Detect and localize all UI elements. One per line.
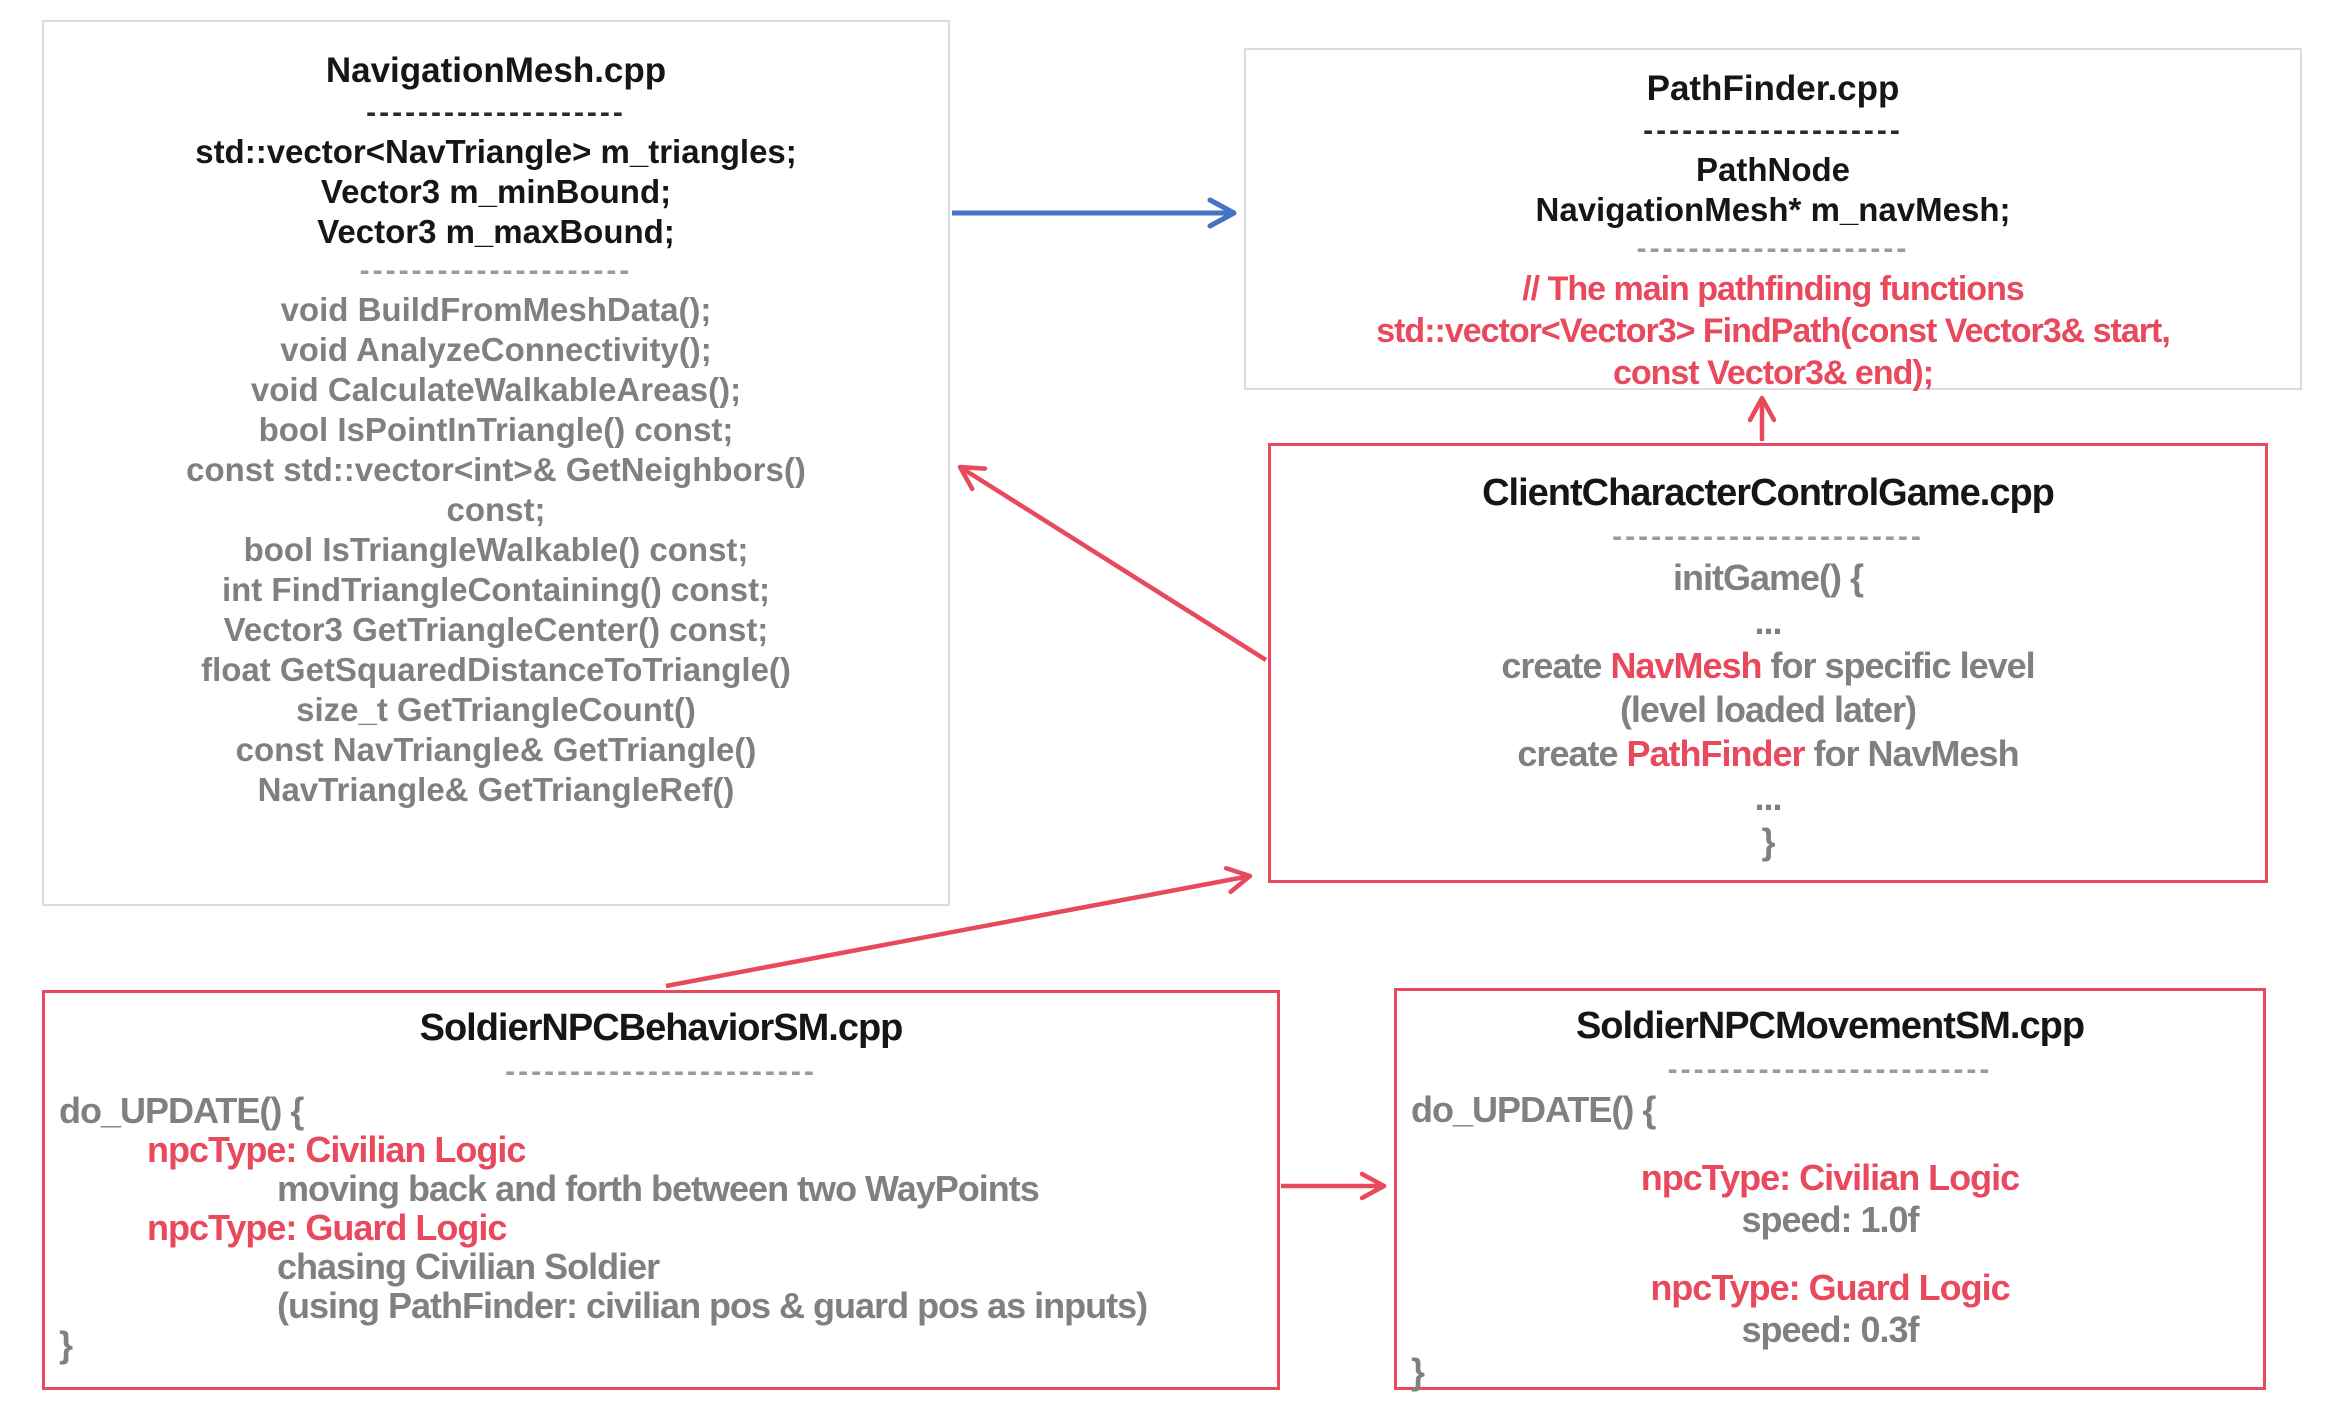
member-line: PathNode [1695,151,1850,188]
create-pathfinder-prefix: create [1517,733,1627,774]
method-line: bool IsPointInTriangle() const; [258,411,734,448]
member-line: Vector3 m_maxBound; [317,213,675,250]
create-pathfinder-line: create PathFinder for NavMesh [1271,732,2265,776]
movementsm-title-divider: ------------------------- [1667,1053,1993,1086]
method-line: const std::vector<int>& GetNeighbors() [186,451,806,488]
guard-logic-desc: chasing Civilian Soldier [277,1246,660,1287]
pathfinder-highlight: PathFinder [1626,733,1806,774]
pathfinder-title-divider: -------------------- [1643,114,1903,147]
arrow-clientgame-to-navmesh [957,464,1268,662]
method-line: Vector3 GetTriangleCenter() const; [223,611,769,648]
method-line: void BuildFromMeshData(); [280,291,712,328]
create-navmesh-suffix: for specific level [1761,645,2036,686]
civilian-logic-label: npcType: Civilian Logic [147,1129,526,1170]
method-line: float GetSquaredDistanceToTriangle() [201,651,791,688]
movementsm-box: SoldierNPCMovementSM.cpp ---------------… [1394,988,2266,1392]
movementsm-title: SoldierNPCMovementSM.cpp [1575,1005,2085,1047]
navigationmesh-box: NavigationMesh.cpp -------------------- … [42,20,950,906]
member-line: std::vector<NavTriangle> m_triangles; [195,133,797,170]
pathfinding-comment: // The main pathfinding functions [1522,270,2025,308]
ellipsis-line: ... [1754,777,1782,818]
guard-speed: speed: 0.3f [1741,1309,1919,1350]
closing-brace: } [59,1324,73,1365]
closing-brace: } [1761,821,1775,862]
do-update-line: do_UPDATE() { [1411,1089,1656,1130]
initgame-line: initGame() { [1672,557,1864,598]
pathfinder-box: PathFinder.cpp -------------------- Path… [1244,48,2302,392]
method-line: size_t GetTriangleCount() [296,691,696,728]
clientgame-title-divider: ------------------------ [1612,520,1924,553]
navigationmesh-title: NavigationMesh.cpp [325,51,667,90]
method-line: void AnalyzeConnectivity(); [280,331,712,368]
ellipsis-line: ... [1754,601,1782,642]
level-loaded-line: (level loaded later) [1619,689,1917,730]
method-line: void CalculateWalkableAreas(); [250,371,742,408]
member-line: NavigationMesh* m_navMesh; [1535,191,2011,228]
method-line: bool IsTriangleWalkable() const; [243,531,749,568]
civilian-speed: speed: 1.0f [1741,1199,1919,1240]
pathfinder-section-divider: --------------------- [1636,232,1910,265]
member-line: Vector3 m_minBound; [320,173,672,210]
method-line: const NavTriangle& GetTriangle() [235,731,757,768]
navigationmesh-section-divider: --------------------- [359,254,633,287]
create-navmesh-line: create NavMesh for specific level [1271,644,2265,688]
guard-logic-desc: (using PathFinder: civilian pos & guard … [277,1285,1148,1326]
method-line: int FindTriangleContaining() const; [221,571,771,608]
civilian-logic-label: npcType: Civilian Logic [1640,1157,2020,1198]
behaviorsm-title: SoldierNPCBehaviorSM.cpp [419,1007,904,1049]
guard-logic-label: npcType: Guard Logic [147,1207,507,1248]
create-pathfinder-suffix: for NavMesh [1804,733,2020,774]
do-update-line: do_UPDATE() { [59,1090,304,1131]
clientgame-box: ClientCharacterControlGame.cpp ---------… [1268,443,2268,883]
method-line: NavTriangle& GetTriangleRef() [257,771,735,808]
create-navmesh-prefix: create [1501,645,1611,686]
behaviorsm-box: SoldierNPCBehaviorSM.cpp ---------------… [42,990,1280,1390]
pathfinder-title: PathFinder.cpp [1646,69,1900,108]
clientgame-title: ClientCharacterControlGame.cpp [1482,472,2055,514]
guard-logic-label: npcType: Guard Logic [1650,1267,2010,1308]
findpath-signature-line: const Vector3& end); [1612,354,1934,392]
navmesh-highlight: NavMesh [1610,645,1762,686]
navigationmesh-title-divider: -------------------- [366,96,626,129]
behaviorsm-title-divider: ------------------------ [505,1055,817,1088]
civilian-logic-desc: moving back and forth between two WayPoi… [277,1168,1040,1209]
method-line: const; [446,491,546,528]
findpath-signature-line: std::vector<Vector3> FindPath(const Vect… [1376,312,2171,350]
closing-brace: } [1411,1351,1425,1392]
